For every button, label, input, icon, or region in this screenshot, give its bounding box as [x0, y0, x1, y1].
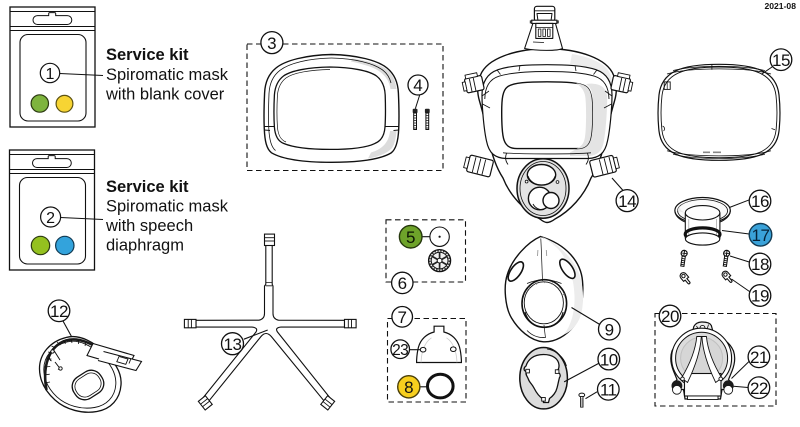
svg-text:9: 9: [605, 320, 614, 339]
svg-text:3: 3: [267, 34, 276, 53]
svg-text:7: 7: [397, 308, 406, 327]
svg-text:2: 2: [46, 210, 55, 227]
svg-text:Service kit: Service kit: [106, 178, 189, 196]
svg-text:5: 5: [406, 228, 415, 247]
svg-text:8: 8: [404, 378, 413, 397]
svg-text:4: 4: [413, 76, 422, 95]
svg-text:14: 14: [618, 192, 636, 211]
svg-text:22: 22: [750, 379, 768, 398]
svg-text:Spiromatic mask: Spiromatic mask: [106, 66, 229, 84]
svg-text:with speech: with speech: [105, 217, 193, 235]
svg-text:Spiromatic mask: Spiromatic mask: [106, 198, 229, 216]
svg-text:19: 19: [751, 287, 769, 306]
svg-text:2021-08: 2021-08: [764, 1, 796, 11]
svg-text:18: 18: [751, 255, 769, 274]
svg-text:16: 16: [751, 192, 769, 211]
svg-text:12: 12: [50, 302, 68, 321]
svg-text:10: 10: [600, 350, 618, 369]
svg-text:6: 6: [398, 274, 407, 293]
svg-text:1: 1: [46, 66, 55, 83]
svg-text:15: 15: [772, 51, 790, 70]
svg-text:23: 23: [392, 342, 408, 359]
svg-text:diaphragm: diaphragm: [106, 237, 184, 255]
svg-text:20: 20: [661, 307, 679, 326]
svg-text:17: 17: [752, 226, 770, 245]
svg-text:Service kit: Service kit: [106, 46, 189, 64]
svg-text:21: 21: [750, 348, 768, 367]
svg-text:13: 13: [224, 335, 242, 354]
svg-text:with blank cover: with blank cover: [105, 86, 225, 104]
svg-text:11: 11: [600, 381, 617, 400]
